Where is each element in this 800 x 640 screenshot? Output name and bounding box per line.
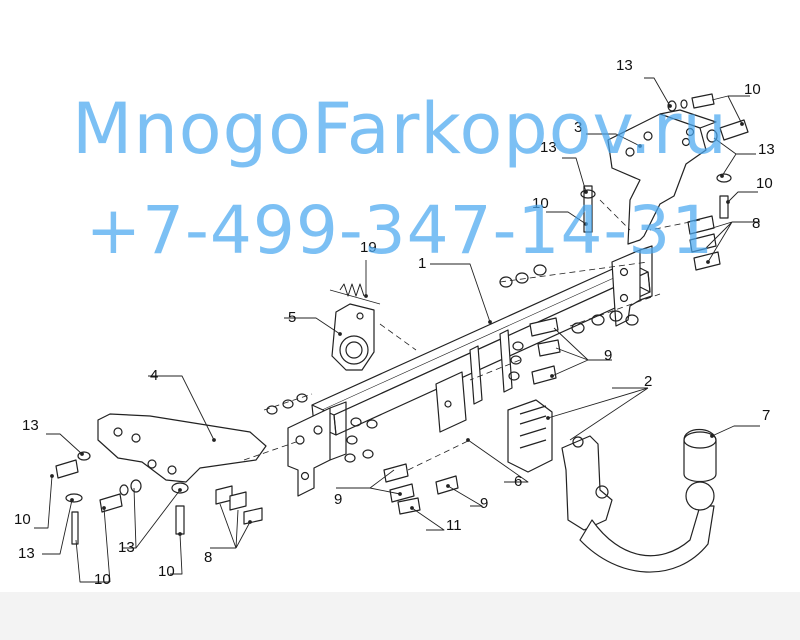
main-crossbar xyxy=(311,261,651,436)
left-end-plate xyxy=(287,401,347,497)
callout-9-right: 9 xyxy=(604,347,612,364)
callout-13-top: 13 xyxy=(616,57,633,74)
callout-13-bottom-left: 13 xyxy=(18,545,35,562)
right-end-plate xyxy=(611,245,653,327)
callout-2: 2 xyxy=(644,373,652,390)
callout-10-bottom: 10 xyxy=(158,563,175,580)
callout-3: 3 xyxy=(574,119,582,136)
connector-spring xyxy=(329,283,381,305)
callout-13-left: 13 xyxy=(22,417,39,434)
bottom-strip xyxy=(0,592,800,640)
callout-10-right: 10 xyxy=(756,175,773,192)
callout-8-right: 8 xyxy=(752,215,760,232)
callout-10-bottom-left: 10 xyxy=(94,571,111,588)
callout-19: 19 xyxy=(360,239,377,256)
callout-10-middle: 10 xyxy=(532,195,549,212)
left-side-bracket xyxy=(97,413,267,483)
ball-cap xyxy=(683,428,717,483)
right-side-bracket xyxy=(607,109,717,245)
callout-5: 5 xyxy=(288,309,296,326)
tow-ball-neck xyxy=(579,481,715,573)
callout-10-left: 10 xyxy=(14,511,31,528)
callout-13-right: 13 xyxy=(758,141,775,158)
callout-9-bottom-left: 9 xyxy=(334,491,342,508)
callout-1: 1 xyxy=(418,255,426,272)
leader-lines xyxy=(34,77,760,583)
callout-13-bottom: 13 xyxy=(118,539,135,556)
callout-13-middle: 13 xyxy=(540,139,557,156)
socket-plate xyxy=(331,303,375,371)
callout-9-bottom: 9 xyxy=(480,495,488,512)
callout-8-left: 8 xyxy=(204,549,212,566)
callout-11: 11 xyxy=(446,517,462,534)
callout-10-top: 10 xyxy=(744,81,761,98)
callout-4: 4 xyxy=(150,367,158,384)
assembly-lines xyxy=(243,199,701,471)
callout-7: 7 xyxy=(762,407,770,424)
ball-mount-bracket xyxy=(507,399,613,531)
callout-6: 6 xyxy=(514,473,522,490)
